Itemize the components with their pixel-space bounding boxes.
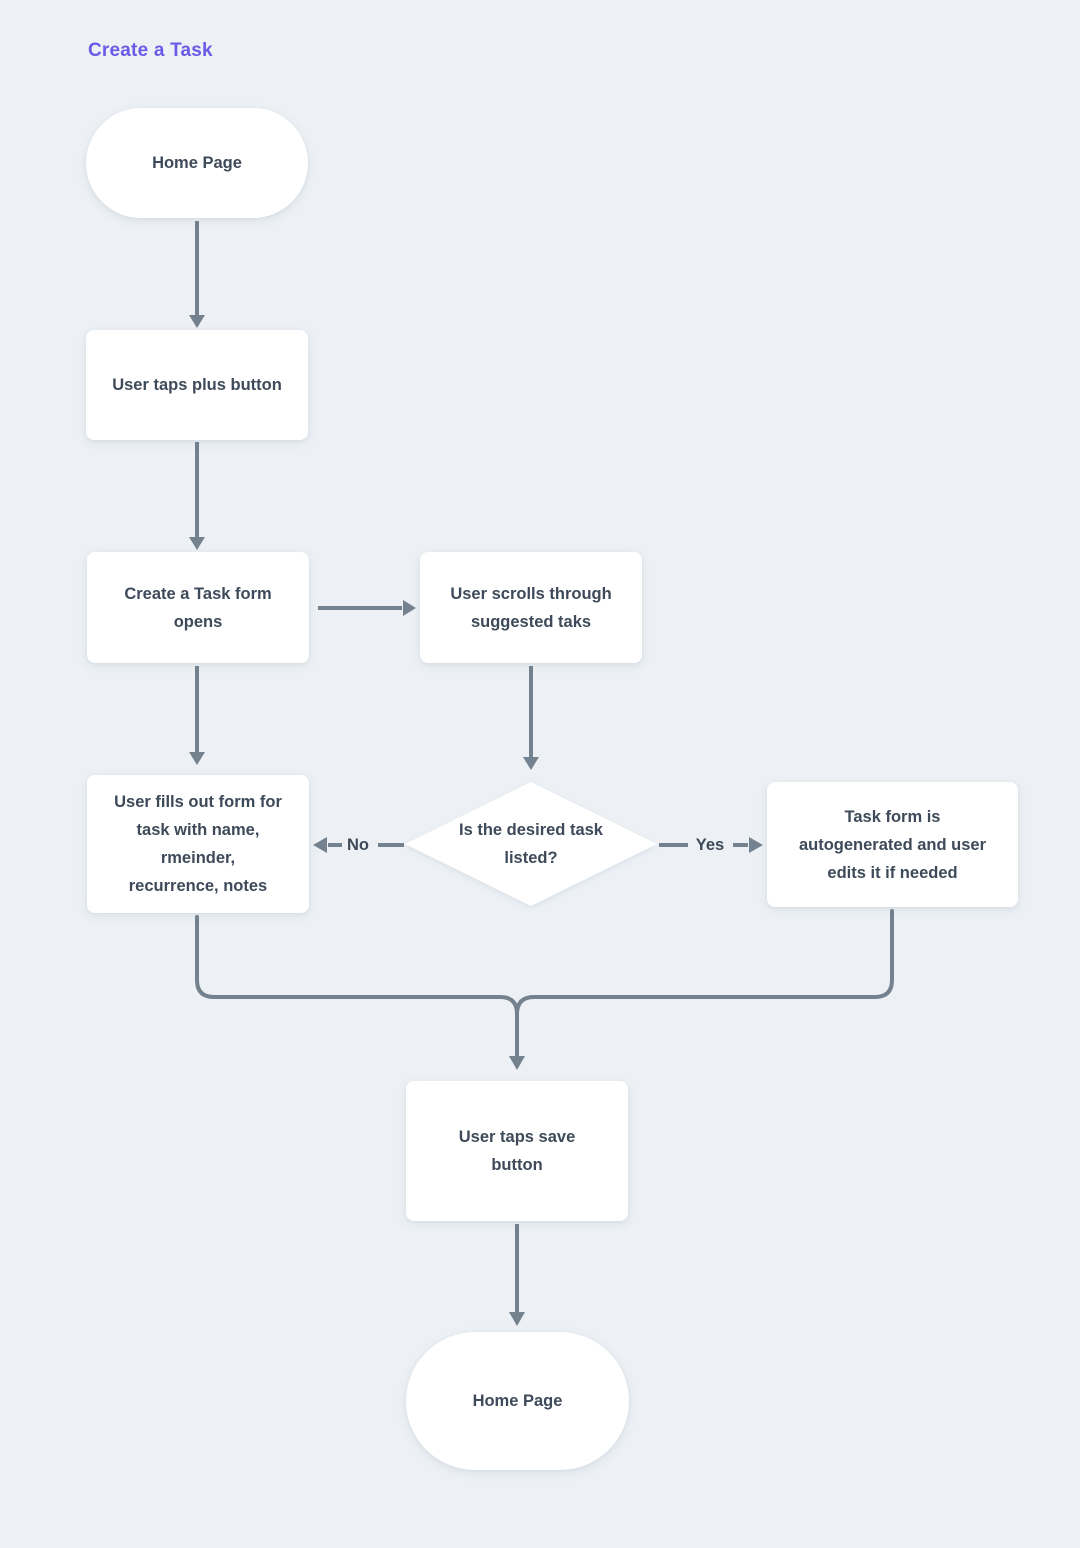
connector-start-tapplus <box>189 221 205 328</box>
node-label: Home Page <box>472 1392 563 1410</box>
connector-tapplus-formopens <box>189 442 205 550</box>
connector-formopens-fillform <box>189 666 205 765</box>
connector-formopens-scroll <box>318 600 416 616</box>
decision-diamond-shape[interactable] <box>405 782 657 906</box>
node-fills-out-form[interactable]: User fills out form for task with name, … <box>87 775 309 913</box>
connector-scroll-decision <box>523 666 539 770</box>
node-label: User scrolls through suggested taks <box>450 584 612 631</box>
connector-fillform-save <box>195 915 519 1058</box>
page-title: Create a Task <box>88 40 213 61</box>
node-end-home-page[interactable]: Home Page <box>406 1332 629 1470</box>
edge-label-yes: Yes <box>695 836 725 854</box>
node-task-form-autogenerated[interactable]: Task form is autogenerated and user edit… <box>767 782 1018 907</box>
node-scrolls-suggested-tasks[interactable]: User scrolls through suggested taks <box>420 552 642 663</box>
node-start-home-page[interactable]: Home Page <box>86 108 308 218</box>
node-label: Home Page <box>152 154 242 172</box>
connector-decision-yes <box>659 837 763 853</box>
connector-save-end <box>509 1224 525 1326</box>
node-label: Create a Task form opens <box>124 584 272 631</box>
node-user-taps-plus-button[interactable]: User taps plus button <box>86 330 308 440</box>
connector-decision-no <box>313 837 404 853</box>
node-user-taps-save-button[interactable]: User taps save button <box>406 1081 628 1221</box>
node-label: Task form is autogenerated and user edit… <box>798 807 987 882</box>
edge-label-no: No <box>347 836 369 854</box>
node-label: User taps save button <box>458 1128 576 1174</box>
node-create-task-form-opens[interactable]: Create a Task form opens <box>87 552 309 663</box>
connector-autogen-save <box>509 909 894 1070</box>
node-label: User fills out form for task with name, … <box>114 793 282 895</box>
node-label: User taps plus button <box>112 376 282 394</box>
